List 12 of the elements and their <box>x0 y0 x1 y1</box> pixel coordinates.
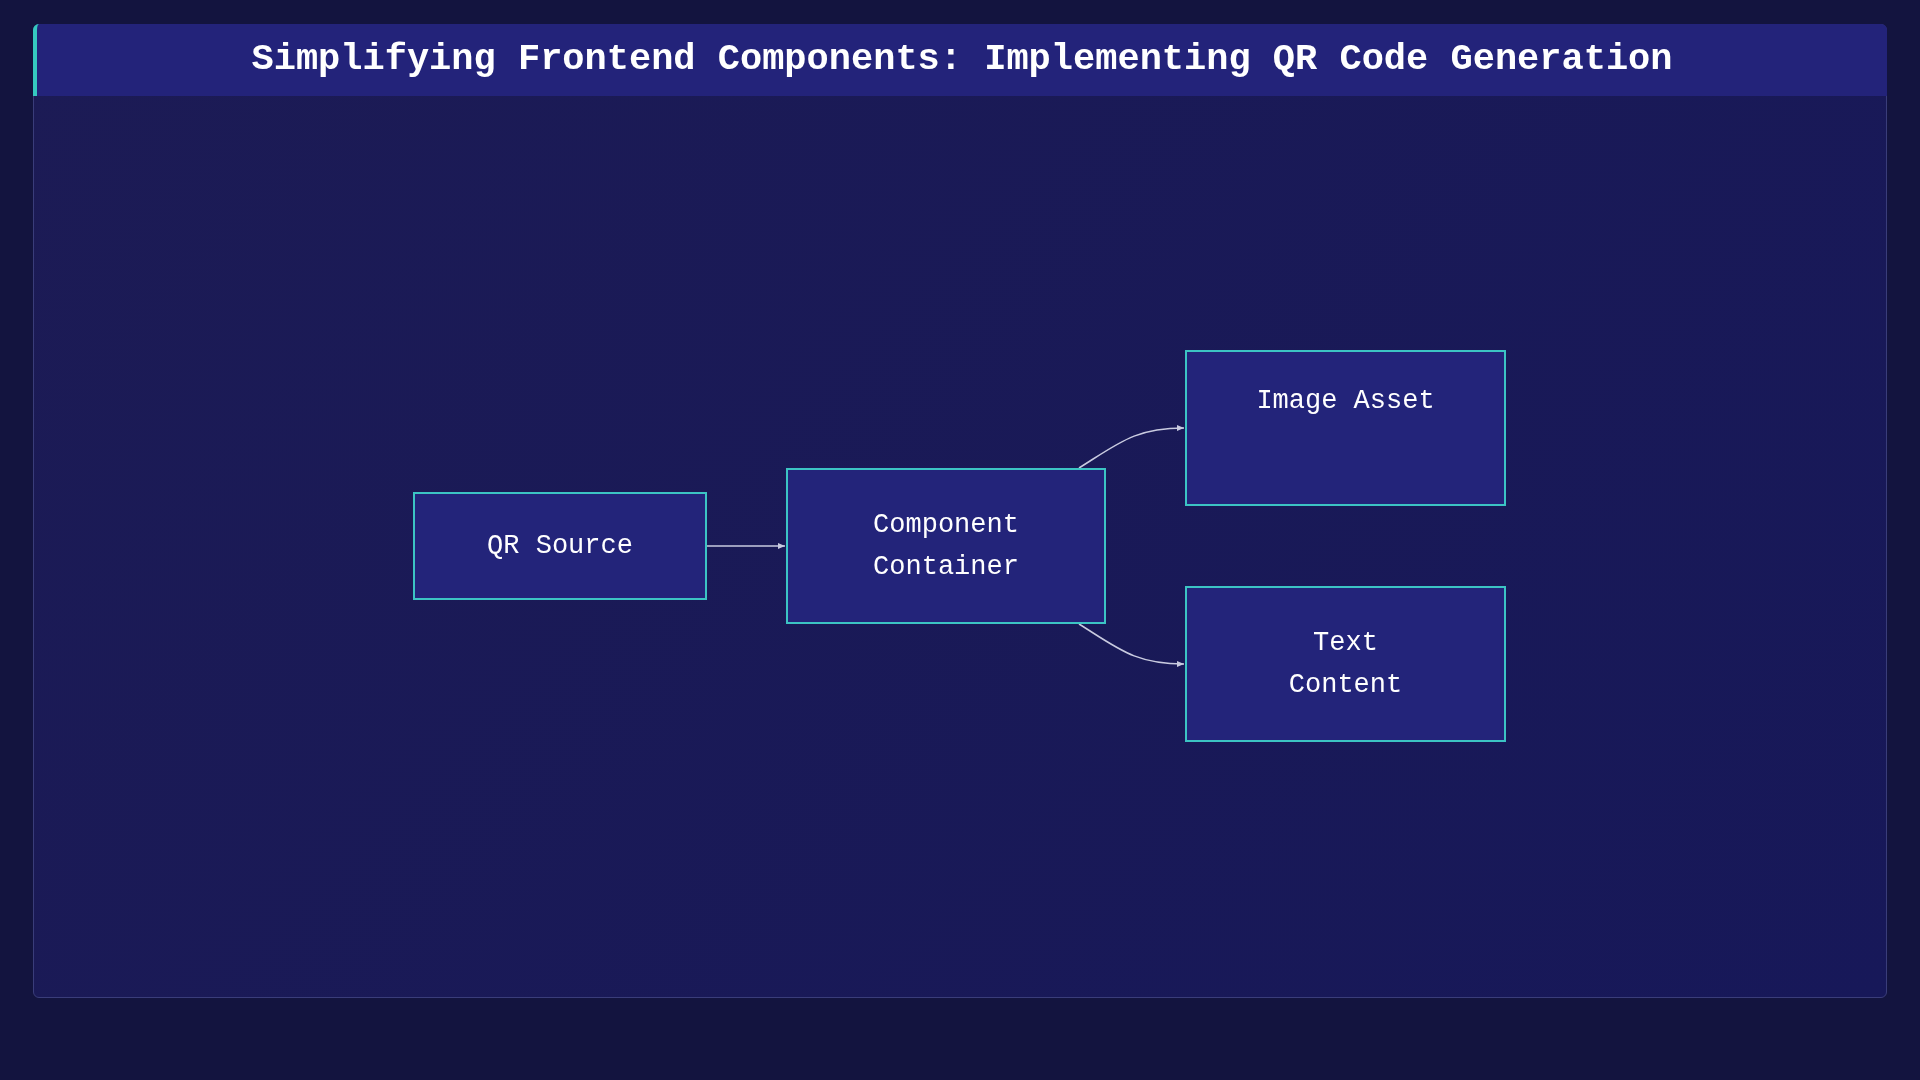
node-label: Component Container <box>872 509 1020 584</box>
process-box <box>413 492 707 600</box>
process-box <box>1185 350 1506 506</box>
title: Simplifying Frontend Components: Implementing QR Code Generation <box>251 37 1673 83</box>
arrow <box>706 543 786 549</box>
node-label: QR Source <box>487 530 633 563</box>
node-label: Text Content <box>1287 627 1404 702</box>
process-box <box>786 468 1106 624</box>
process-box <box>1185 586 1506 742</box>
arrow <box>1078 425 1185 469</box>
node-label: Image Asset <box>1256 385 1435 418</box>
arrow <box>1078 623 1185 667</box>
